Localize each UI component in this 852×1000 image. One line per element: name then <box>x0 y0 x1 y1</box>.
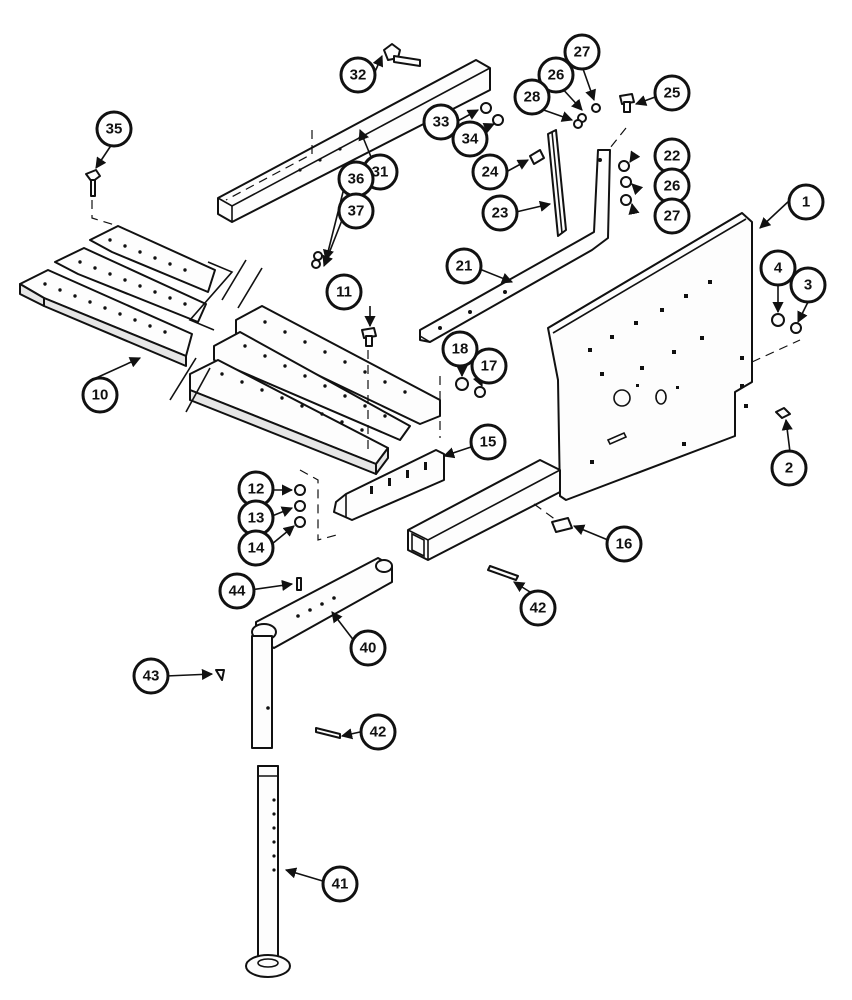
callout-13-label: 13 <box>248 510 265 527</box>
callout-37: 37 <box>337 192 375 230</box>
callout-17: 17 <box>470 347 508 385</box>
callout-25-label: 25 <box>664 85 681 102</box>
callout-10: 10 <box>81 376 119 414</box>
callout-26-lower: 26 <box>653 167 691 205</box>
callout-26-upper: 26 <box>537 56 575 94</box>
callout-22: 22 <box>653 137 691 175</box>
callout-28: 28 <box>513 78 551 116</box>
square-tube-part <box>407 459 561 561</box>
callout-4: 4 <box>759 249 797 287</box>
callout-41: 41 <box>321 865 359 903</box>
callout-42-lower-label: 42 <box>370 724 387 741</box>
pivot-arm-part <box>251 557 393 749</box>
deck-board-part <box>19 225 441 475</box>
callout-15: 15 <box>469 423 507 461</box>
callout-12-label: 12 <box>248 481 265 498</box>
leader-lines <box>95 54 809 883</box>
short-bracket-part <box>547 129 567 237</box>
callout-33-label: 33 <box>433 114 450 131</box>
callout-23: 23 <box>481 194 519 232</box>
side-panel-part <box>547 212 753 501</box>
callout-40: 40 <box>349 629 387 667</box>
callout-32-label: 32 <box>350 67 367 84</box>
callout-11: 11 <box>325 273 363 311</box>
callout-27-upper-label: 27 <box>574 44 591 61</box>
callout-41-label: 41 <box>332 876 349 893</box>
alignment-dashes <box>91 127 801 541</box>
hardware-parts <box>85 93 802 739</box>
callout-34-label: 34 <box>462 131 479 148</box>
callout-1-label: 1 <box>802 194 810 211</box>
deck-bracket-part <box>333 449 445 521</box>
callout-26-lower-label: 26 <box>664 178 681 195</box>
callout-16-label: 16 <box>616 536 633 553</box>
callout-44-label: 44 <box>229 583 246 600</box>
callout-36: 36 <box>337 160 375 198</box>
callout-23-label: 23 <box>492 205 509 222</box>
callout-21-label: 21 <box>456 258 473 275</box>
callout-22-label: 22 <box>664 148 681 165</box>
callout-44: 44 <box>218 572 256 610</box>
callout-18: 18 <box>441 330 479 368</box>
callout-35: 35 <box>95 110 133 148</box>
callout-4-label: 4 <box>774 260 783 277</box>
callout-36-label: 36 <box>348 171 365 188</box>
callout-17-label: 17 <box>481 358 498 375</box>
support-bar-part <box>419 149 611 343</box>
callout-14-label: 14 <box>248 540 265 557</box>
callout-3: 3 <box>789 266 827 304</box>
callout-25: 25 <box>653 74 691 112</box>
callout-24: 24 <box>471 153 509 191</box>
callout-43-label: 43 <box>143 668 160 685</box>
callout-40-label: 40 <box>360 640 377 657</box>
callout-34: 34 <box>451 120 489 158</box>
callout-11-label: 11 <box>336 284 352 301</box>
callout-2-label: 2 <box>785 460 793 477</box>
callout-3-label: 3 <box>804 277 812 294</box>
callout-26-upper-label: 26 <box>548 67 565 84</box>
callout-35-label: 35 <box>106 121 123 138</box>
callout-16: 16 <box>605 525 643 563</box>
leg-post-part <box>245 765 291 978</box>
callout-42-lower: 42 <box>359 713 397 751</box>
callout-27-lower: 27 <box>653 197 691 235</box>
callout-27-lower-label: 27 <box>664 208 681 225</box>
bolt-32-part <box>383 43 421 67</box>
callout-10-label: 10 <box>92 387 109 404</box>
callout-42-upper: 42 <box>519 589 557 627</box>
callout-28-label: 28 <box>524 89 541 106</box>
callout-2: 2 <box>770 449 808 487</box>
callout-21: 21 <box>445 247 483 285</box>
callout-24-label: 24 <box>482 164 499 181</box>
callout-42-upper-label: 42 <box>530 600 547 617</box>
callout-32: 32 <box>339 56 377 94</box>
callout-31-label: 31 <box>372 164 389 181</box>
callout-27-upper: 27 <box>563 33 601 71</box>
callout-37-label: 37 <box>348 203 365 220</box>
callout-14: 14 <box>237 529 275 567</box>
callout-15-label: 15 <box>480 434 497 451</box>
callout-1: 1 <box>787 183 825 221</box>
callout-18-label: 18 <box>452 341 469 358</box>
callout-33: 33 <box>422 103 460 141</box>
callout-43: 43 <box>132 657 170 695</box>
